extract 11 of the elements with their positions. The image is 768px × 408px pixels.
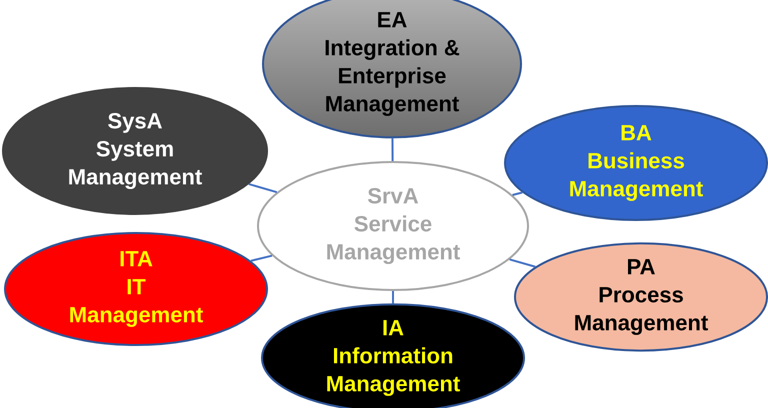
ellipse-node: SysA System Management: [2, 87, 268, 215]
connector-line: [512, 192, 523, 196]
connector-line: [248, 183, 278, 194]
connector-line: [250, 254, 272, 262]
connector-line: [392, 291, 394, 304]
connector-line: [391, 138, 394, 161]
ellipse-node: ITA IT Management: [4, 232, 268, 346]
ellipse-node: IA Information Management: [261, 303, 525, 408]
connector-line: [509, 258, 536, 268]
ellipse-node: BA Business Management: [504, 105, 768, 221]
ellipse-node: PA Process Management: [514, 242, 768, 352]
